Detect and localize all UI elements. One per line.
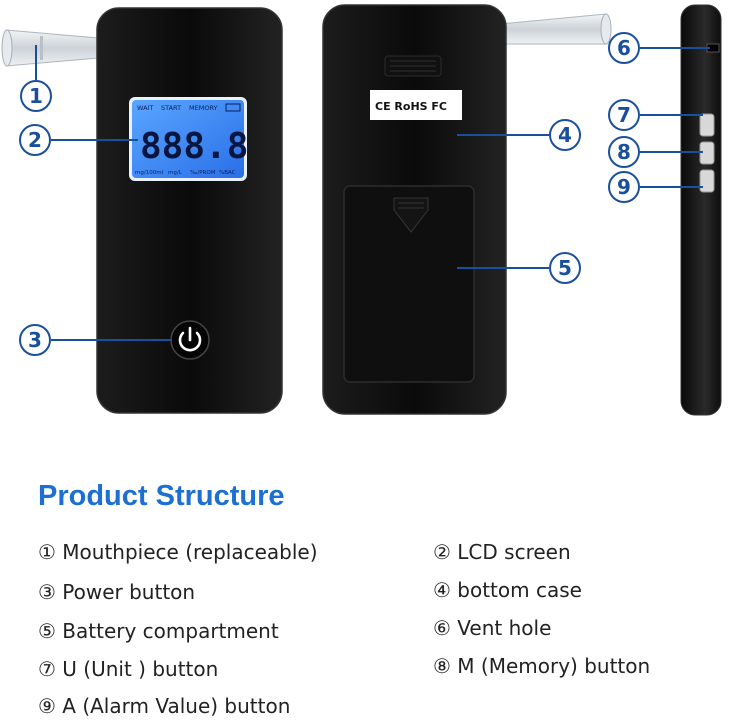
back-mouthpiece (499, 13, 612, 45)
lcd-unit-bac: %BAC (219, 170, 236, 176)
legend-item-battery-compartment: ⑤ Battery compartment (38, 619, 279, 643)
alarm-button[interactable] (699, 169, 715, 193)
svg-text:1: 1 (29, 84, 43, 108)
side-body (680, 4, 722, 416)
lcd-unit-mgl: mg/L (168, 170, 183, 176)
callout-4: 4 (549, 119, 581, 151)
callout-3: 3 (19, 324, 51, 356)
front-device: WAIT START MEMORY 888.8 mg/100ml mg/L ‰/… (1, 7, 283, 414)
callout-6: 6 (608, 32, 640, 64)
legend-item-power-button: ③ Power button (38, 580, 196, 604)
power-icon (178, 326, 202, 352)
lcd-status-wait: WAIT (137, 104, 153, 112)
legend-item-alarm-button: ⑨ A (Alarm Value) button (38, 694, 291, 718)
svg-text:3: 3 (28, 328, 42, 352)
product-diagram: WAIT START MEMORY 888.8 mg/100ml mg/L ‰/… (1, 4, 722, 416)
callout-lines (35, 45, 710, 341)
mouthpiece (1, 29, 99, 67)
lcd-status-memory: MEMORY (189, 104, 218, 112)
svg-text:CE RoHS FC: CE RoHS FC (375, 100, 447, 113)
legend-item-bottom-case: ④ bottom case (433, 578, 582, 602)
svg-text:7: 7 (617, 103, 631, 127)
lcd-unit-prom: ‰/PROM (190, 170, 216, 176)
battery-latch-icon (393, 197, 429, 233)
back-device: CE RoHS FC (322, 4, 612, 415)
callout-9: 9 (608, 171, 640, 203)
svg-text:6: 6 (617, 36, 631, 60)
vent-grille-icon (384, 55, 442, 77)
battery-compartment (343, 185, 475, 383)
legend-item-unit-button: ⑦ U (Unit ) button (38, 657, 219, 681)
svg-text:4: 4 (558, 123, 572, 147)
callout-8: 8 (608, 136, 640, 168)
callout-5: 5 (549, 252, 581, 284)
lcd-digits: 888.8 (140, 126, 248, 167)
product-structure-title: Product Structure (38, 480, 285, 512)
legend-item-mouthpiece: ① Mouthpiece (replaceable) (38, 540, 318, 564)
callout-1: 1 (20, 80, 52, 112)
callout-2: 2 (19, 124, 51, 156)
legend-item-lcd-screen: ② LCD screen (433, 540, 571, 564)
lcd-screen: WAIT START MEMORY 888.8 mg/100ml mg/L ‰/… (129, 97, 248, 181)
legend-item-vent-hole: ⑥ Vent hole (433, 616, 552, 640)
lcd-status-start: START (161, 104, 181, 112)
lcd-unit-mg100ml: mg/100ml (135, 170, 164, 176)
lcd-battery-icon (225, 103, 241, 112)
unit-button[interactable] (699, 113, 715, 137)
power-button[interactable] (170, 320, 210, 360)
callout-7: 7 (608, 99, 640, 131)
side-device (680, 4, 722, 416)
svg-text:5: 5 (558, 256, 572, 280)
legend-item-memory-button: ⑧ M (Memory) button (433, 654, 651, 678)
svg-text:8: 8 (617, 140, 631, 164)
svg-text:9: 9 (617, 175, 631, 199)
svg-text:2: 2 (28, 128, 42, 152)
certification-label: CE RoHS FC (370, 90, 462, 120)
